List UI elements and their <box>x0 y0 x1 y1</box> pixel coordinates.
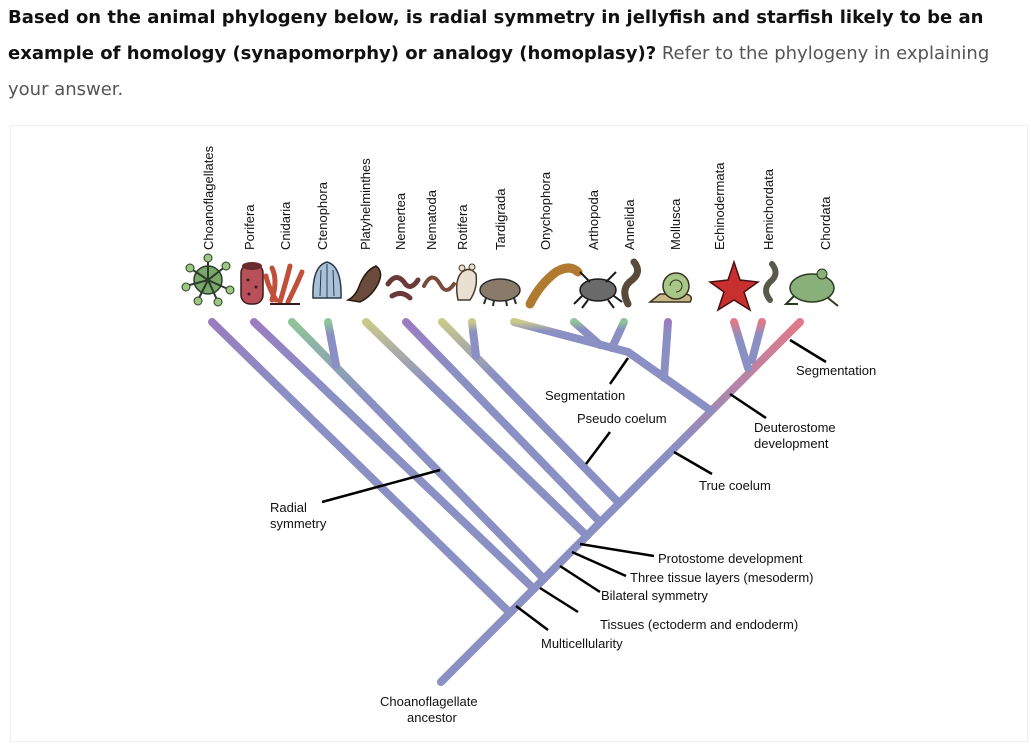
branch-ecdysozoa-stem <box>624 348 714 414</box>
branch-arthropoda <box>570 318 604 349</box>
trait-three-tissue: Three tissue layers (mesoderm) <box>630 570 814 585</box>
taxon-label: Arthopoda <box>586 189 601 250</box>
trait-labels: Segmentation Pseudo coelum Segmentation … <box>270 363 876 725</box>
marker-three-tissue <box>571 550 627 578</box>
marker-true-coelum <box>673 450 713 476</box>
starfish-illustration <box>707 259 761 312</box>
snail-illustration <box>647 272 693 303</box>
taxon-label: Onychophora <box>538 171 553 250</box>
trait-tissues: Tissues (ectoderm and endoderm) <box>600 617 798 632</box>
acorn-worm-illustration <box>763 261 779 303</box>
question-bold: Based on the animal phylogeny below, is … <box>8 7 984 64</box>
rotifer-illustration <box>455 263 478 301</box>
marker-radial-symmetry <box>321 468 441 504</box>
branch-ctenophora <box>324 318 340 369</box>
branch-annelida <box>608 318 628 352</box>
trait-protostome: Protostome development <box>658 551 803 566</box>
taxon-label: Tardigrada <box>493 188 508 250</box>
flatworm-illustration <box>345 265 382 303</box>
branch-hemichordata <box>748 318 766 364</box>
marker-segmentation-left <box>608 357 630 385</box>
frog-illustration <box>783 268 839 307</box>
branch-cnidaria <box>288 318 548 583</box>
taxon-label: Cnidaria <box>278 201 293 250</box>
trait-segmentation-left: Segmentation <box>545 388 625 403</box>
trait-deuterostome-2: development <box>754 436 829 451</box>
trait-radial-1: Radial <box>270 500 307 515</box>
taxon-label: Nematoda <box>424 189 439 250</box>
trait-radial-2: symmetry <box>270 516 327 531</box>
taxon-label: Rotifera <box>455 204 470 250</box>
marker-segmentation-right <box>789 338 827 364</box>
taxon-label: Platyhelminthes <box>358 158 373 250</box>
trait-segmentation-right: Segmentation <box>796 363 876 378</box>
taxon-label: Annelida <box>622 199 637 250</box>
branch-choanoflagellates <box>208 318 514 617</box>
ctenophore-illustration <box>312 261 342 299</box>
taxon-label: Nemertea <box>393 192 408 250</box>
marker-protostome <box>579 542 655 558</box>
trait-deuterostome-1: Deuterostome <box>754 420 836 435</box>
velvet-worm-illustration <box>525 263 583 309</box>
annelid-illustration <box>621 258 641 308</box>
arthropod-illustration <box>573 271 623 309</box>
taxon-label: Echinodermata <box>712 162 727 250</box>
taxon-label: Chordata <box>818 196 833 250</box>
trait-pseudo-coelum: Pseudo coelum <box>577 411 667 426</box>
taxon-label: Mollusca <box>668 198 683 250</box>
trait-bilateral: Bilateral symmetry <box>601 588 708 603</box>
taxon-label: Porifera <box>242 204 257 250</box>
marker-multicellularity <box>515 605 549 631</box>
trait-root-1: Choanoflagellate <box>380 694 478 709</box>
trait-markers <box>321 338 827 631</box>
taxon-label: Ctenophora <box>315 181 330 250</box>
marker-tissues <box>539 586 579 614</box>
tree-branches <box>208 318 804 686</box>
trait-root-2: ancestor <box>407 710 458 725</box>
taxon-label: Hemichordata <box>761 168 776 250</box>
trait-true-coelum: True coelum <box>699 478 771 493</box>
cnidaria-illustration <box>263 263 305 305</box>
branch-porifera <box>250 318 538 593</box>
marker-pseudo-coelum <box>585 431 611 465</box>
animal-illustrations <box>181 253 839 312</box>
question-plain: Refer to the phylogeny in explaining you… <box>8 43 990 100</box>
branch-nemertea <box>402 318 604 526</box>
ribbon-worm-illustration <box>385 275 421 301</box>
taxon-label: Choanoflagellates <box>201 145 216 250</box>
figure-frame <box>10 125 1028 742</box>
branch-echinodermata <box>730 318 752 372</box>
tardigrade-illustration <box>479 278 521 307</box>
branch-nematoda <box>438 318 623 507</box>
marker-deuterostome <box>729 392 767 420</box>
trait-multicellularity: Multicellularity <box>541 636 623 651</box>
choanoflagellate-illustration <box>181 253 235 307</box>
question-text: Based on the animal phylogeny below, is … <box>8 0 1023 108</box>
marker-bilateral <box>559 564 601 594</box>
taxon-labels: Choanoflagellates Porifera Cnidaria Cten… <box>201 145 833 250</box>
branch-platyhelminthes <box>362 318 591 540</box>
branch-mollusca <box>660 318 672 382</box>
roundworm-illustration <box>422 275 456 292</box>
sponge-illustration <box>240 262 264 305</box>
branch-rotifera <box>468 318 480 360</box>
